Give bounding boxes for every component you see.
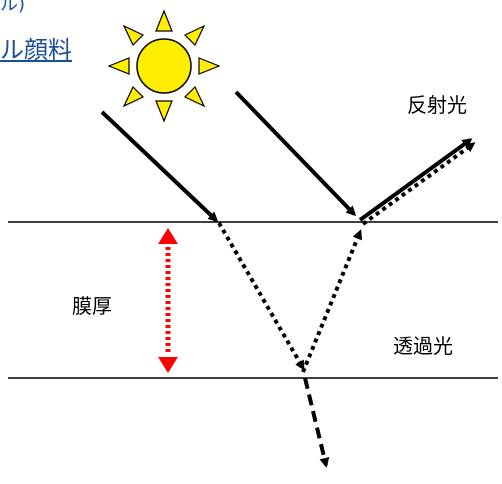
top-cut-text: ル) <box>0 0 26 15</box>
film-thickness-label: 膜厚 <box>72 294 112 318</box>
reflected-ray-dotted <box>361 142 476 226</box>
thickness-arrow-head-bottom <box>158 357 178 373</box>
incident-ray-left <box>100 110 219 223</box>
thickness-arrow-head-top <box>158 228 178 244</box>
transmitted-light-label: 透過光 <box>393 334 453 358</box>
reflected-light-label: 反射光 <box>407 93 467 117</box>
internal-reflection-ray <box>301 229 362 373</box>
refracted-ray <box>217 221 305 371</box>
transmitted-ray <box>303 377 330 468</box>
sun-icon <box>107 9 221 123</box>
incident-ray-right <box>234 90 357 217</box>
reflected-ray-solid <box>358 138 473 222</box>
pigment-link[interactable]: ル顔料 <box>0 36 72 64</box>
